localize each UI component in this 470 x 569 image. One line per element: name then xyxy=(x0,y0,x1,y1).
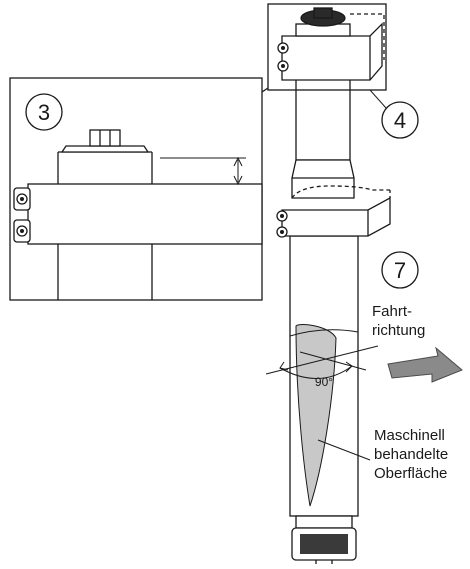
callout-4: 4 xyxy=(394,108,406,133)
upper-clamp xyxy=(267,3,387,91)
lower-clamp-body xyxy=(281,196,391,237)
machined-surface xyxy=(295,324,337,507)
direction-label-line1: Fahrt- xyxy=(372,303,412,320)
callout-circle-4 xyxy=(381,101,419,139)
detail-leader-top xyxy=(261,87,269,93)
surface-leader xyxy=(317,439,371,461)
callout-4-leader xyxy=(369,89,387,109)
angle-label: 90° xyxy=(315,375,333,389)
detail-nut xyxy=(89,129,121,147)
surface-label-line2: behandelte xyxy=(374,446,448,463)
lower-clamp xyxy=(276,185,391,238)
callout-circle-7 xyxy=(381,251,419,289)
stanchion-flare xyxy=(291,159,355,199)
surface-label-line1: Maschinell xyxy=(374,427,445,444)
tube-ring-line xyxy=(289,329,359,337)
callout-3: 3 xyxy=(38,100,50,125)
angle-line-direction xyxy=(299,351,367,371)
bottom-cap-ring xyxy=(295,515,353,529)
callout-circle-3 xyxy=(25,93,63,131)
angle-arc xyxy=(279,365,353,379)
bottom-cap-knurl xyxy=(300,534,348,554)
lower-clamp-dashed-edge xyxy=(291,185,390,199)
upper-clamp-dashed-edge xyxy=(350,13,385,60)
direction-label-line2: richtung xyxy=(372,322,425,339)
detail-top-cap xyxy=(60,145,150,153)
callout-7: 7 xyxy=(394,258,406,283)
detail-clamp-block xyxy=(27,183,263,245)
direction-arrow xyxy=(387,346,463,383)
fork-leg xyxy=(289,59,359,564)
surface-label-line3: Oberfläche xyxy=(374,465,447,482)
